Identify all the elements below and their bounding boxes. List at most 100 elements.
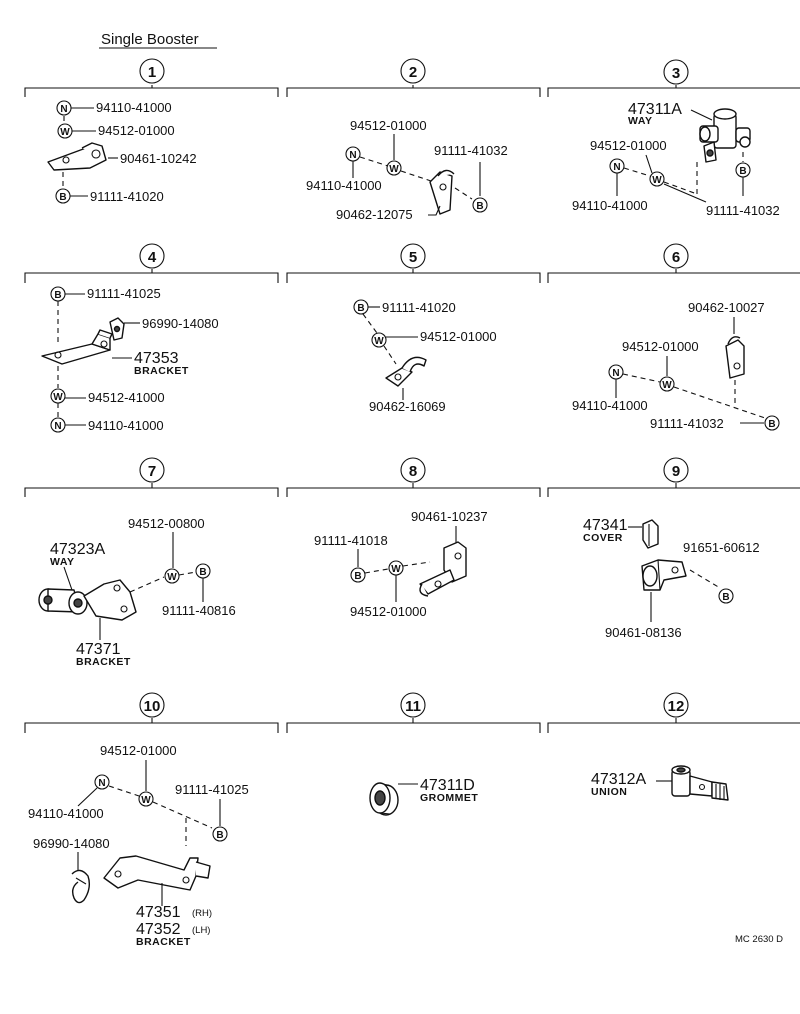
svg-text:B: B: [357, 303, 364, 314]
section-12: 47312A UNION: [591, 765, 729, 801]
svg-text:N: N: [349, 150, 356, 161]
part-caption: WAY: [50, 556, 74, 568]
part-number: 94512-01000: [100, 743, 177, 758]
section-5: B 91111-41020 W 94512-01000 90462-16069: [353, 299, 497, 414]
part-variant: (RH): [192, 908, 212, 919]
svg-text:B: B: [722, 592, 729, 603]
section-headers: [24, 85, 800, 733]
svg-text:B: B: [54, 290, 61, 301]
part-number: 94512-01000: [590, 138, 667, 153]
svg-text:N: N: [612, 368, 619, 379]
part-number: 47341: [583, 517, 628, 534]
part-number: 91111-41032: [434, 143, 508, 158]
clamp-part-drawing: [385, 356, 427, 387]
part-caption: COVER: [583, 532, 623, 544]
section-numbers: 1 2 3 4 5 6 7 8 9 10 11 12: [139, 58, 689, 718]
section-8: 90461-10237 91111-41018 B W 94512-01000: [314, 509, 488, 619]
washer-symbol: W: [164, 568, 180, 584]
bolt-symbol: B: [353, 299, 369, 315]
svg-text:W: W: [53, 392, 63, 403]
section-11-bracket: [286, 722, 541, 733]
clip-part-drawing: [71, 869, 91, 904]
way-part-drawing: [699, 108, 751, 163]
part-number: 47312A: [591, 771, 646, 788]
bolt-symbol: B: [472, 197, 488, 213]
part-number: 47351: [136, 904, 181, 921]
section-2-bracket: [286, 87, 541, 97]
svg-text:W: W: [141, 795, 151, 806]
svg-text:N: N: [613, 162, 620, 173]
bolt-symbol: B: [718, 588, 734, 604]
bolt-symbol: B: [195, 563, 211, 579]
bracket-part-drawing: [41, 329, 113, 365]
section-7: 94512-00800 47323A WAY W B 91111-40816 4…: [38, 516, 236, 668]
part-number: 91111-40816: [162, 603, 236, 618]
svg-text:N: N: [60, 104, 67, 115]
bolt-symbol: B: [50, 286, 66, 302]
section-9-bracket: [547, 487, 800, 497]
section-5-number: 5: [409, 249, 417, 266]
section-5-bracket: [286, 272, 541, 283]
washer-symbol: W: [388, 560, 404, 576]
part-number: 91111-41032: [650, 416, 724, 431]
svg-text:W: W: [391, 564, 401, 575]
svg-text:W: W: [374, 336, 384, 347]
part-number: 47352: [136, 921, 181, 938]
svg-text:W: W: [60, 127, 70, 138]
part-number: 90462-10027: [688, 300, 765, 315]
part-number: 94512-01000: [350, 118, 427, 133]
svg-text:B: B: [199, 567, 206, 578]
washer-symbol: W: [649, 171, 665, 187]
washer-symbol: W: [371, 332, 387, 348]
bracket-part-drawing: [103, 855, 211, 891]
section-1: N 94110-41000 W 94512-01000 90461-10242 …: [47, 100, 197, 204]
svg-text:B: B: [354, 571, 361, 582]
clip-part-drawing: [109, 317, 125, 341]
section-9: 47341 COVER 91651-60612 B 90461-08136: [583, 517, 760, 640]
part-number: 94512-01000: [420, 329, 497, 344]
way-part-drawing: [38, 579, 137, 621]
svg-text:B: B: [768, 419, 775, 430]
section-4-number: 4: [148, 249, 157, 266]
part-number: 47311D: [420, 777, 475, 794]
section-1-number: 1: [148, 64, 156, 81]
section-12-number: 12: [668, 698, 685, 715]
part-number: 47323A: [50, 541, 105, 558]
washer-symbol: W: [50, 388, 66, 404]
part-number: 91111-41020: [382, 300, 456, 315]
part-number: 94512-00800: [128, 516, 205, 531]
part-number: 96990-14080: [33, 836, 110, 851]
svg-text:W: W: [389, 164, 399, 175]
bracket-part-drawing: [47, 142, 107, 171]
section-8-bracket: [286, 487, 541, 497]
part-number: 94512-01000: [350, 604, 427, 619]
bolt-symbol: B: [350, 567, 366, 583]
section-10-number: 10: [144, 698, 161, 715]
bolt-symbol: B: [212, 826, 228, 842]
section-6: 90462-10027 94512-01000 N W 94110-41000 …: [572, 300, 780, 431]
part-number: 94110-41000: [28, 806, 104, 821]
svg-text:W: W: [662, 380, 672, 391]
section-11-number: 11: [405, 698, 421, 715]
part-number: 91651-60612: [683, 540, 760, 555]
nut-symbol: N: [50, 417, 66, 433]
washer-symbol: W: [659, 376, 675, 392]
svg-text:B: B: [216, 830, 223, 841]
section-8-number: 8: [409, 463, 417, 480]
nut-symbol: N: [609, 158, 625, 174]
section-6-bracket: [547, 272, 800, 283]
part-number: 90461-10237: [411, 509, 488, 524]
washer-symbol: W: [57, 123, 73, 139]
nut-symbol: N: [56, 100, 72, 116]
footer-code: MC 2630 D: [735, 934, 783, 945]
part-caption: BRACKET: [136, 936, 191, 948]
svg-text:N: N: [98, 778, 105, 789]
part-variant: (LH): [192, 925, 210, 936]
section-3-number: 3: [672, 65, 680, 82]
part-number: 47371: [76, 641, 121, 658]
part-number: 90462-12075: [336, 207, 413, 222]
cover-part-drawing: [642, 519, 659, 549]
clamp-part-drawing: [725, 336, 745, 379]
section-2-number: 2: [409, 64, 417, 81]
svg-text:W: W: [652, 175, 662, 186]
